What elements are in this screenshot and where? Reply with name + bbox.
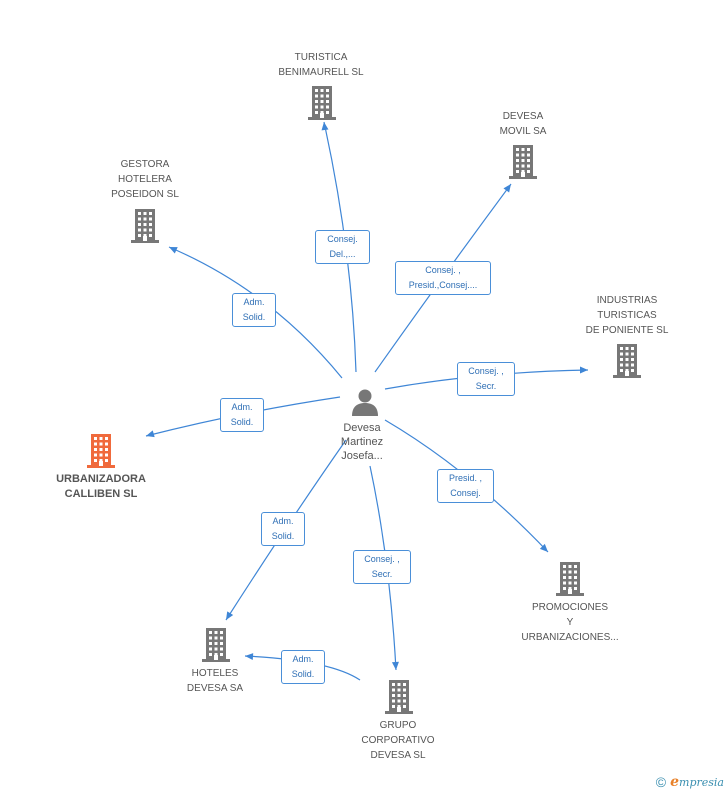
copyright-icon: © xyxy=(655,774,667,790)
edge-label-grupo[interactable]: Consej. , Secr. xyxy=(353,550,411,584)
edge-label-gestora[interactable]: Adm. Solid. xyxy=(232,293,276,327)
node-label-turistica[interactable]: TURISTICA BENIMAURELL SL xyxy=(278,52,364,78)
edge-label-industrias[interactable]: Consej. , Secr. xyxy=(457,362,515,396)
node-label-urbanizadora[interactable]: URBANIZADORA CALLIBEN SL xyxy=(56,473,146,500)
brand-footer: © empresia xyxy=(656,774,724,790)
edge-gestora-arrowhead xyxy=(169,247,178,254)
building-icon[interactable] xyxy=(613,344,641,383)
building-icon[interactable] xyxy=(556,562,584,601)
person-icon[interactable] xyxy=(350,388,380,421)
building-icon-highlight[interactable] xyxy=(87,434,115,473)
building-icon[interactable] xyxy=(308,86,336,125)
edge-label-turistica[interactable]: Consej. Del.,... xyxy=(315,230,370,264)
edge-turistica-arrowhead xyxy=(321,122,329,131)
node-label-devesa-movil[interactable]: DEVESA MOVIL SA xyxy=(499,111,547,137)
edge-label-urbanizadora[interactable]: Adm. Solid. xyxy=(220,398,264,432)
edge-hoteles-arrowhead xyxy=(226,611,234,620)
node-label-grupo[interactable]: GRUPO CORPORATIVO DEVESA SL xyxy=(361,720,435,761)
edge-grupo-arrowhead xyxy=(391,661,399,670)
edge-label-promociones[interactable]: Presid. , Consej. xyxy=(437,469,494,503)
building-icon[interactable] xyxy=(509,145,537,184)
edge-devesa-movil-arrowhead xyxy=(503,184,511,193)
center-person-label[interactable]: Devesa Martinez Josefa... xyxy=(340,422,384,462)
edge-urbanizadora-arrowhead xyxy=(146,430,155,438)
edge-hoteles-2-arrowhead xyxy=(245,653,254,661)
node-label-promociones[interactable]: PROMOCIONES Y URBANIZACIONES... xyxy=(521,602,619,643)
edge-promociones-arrowhead xyxy=(539,543,548,552)
edge-label-devesa-movil[interactable]: Consej. , Presid.,Consej.... xyxy=(395,261,491,295)
building-icon[interactable] xyxy=(385,680,413,719)
building-icon[interactable] xyxy=(202,628,230,667)
brand-logo: empresia xyxy=(670,774,724,790)
node-label-industrias[interactable]: INDUSTRIAS TURISTICAS DE PONIENTE SL xyxy=(585,295,669,336)
building-icon[interactable] xyxy=(131,209,159,248)
edge-label-hoteles-2[interactable]: Adm. Solid. xyxy=(281,650,325,684)
node-label-hoteles[interactable]: HOTELES DEVESA SA xyxy=(186,668,244,694)
edge-label-hoteles[interactable]: Adm. Solid. xyxy=(261,512,305,546)
node-label-gestora[interactable]: GESTORA HOTELERA POSEIDON SL xyxy=(111,159,179,200)
edge-industrias-arrowhead xyxy=(580,366,588,374)
